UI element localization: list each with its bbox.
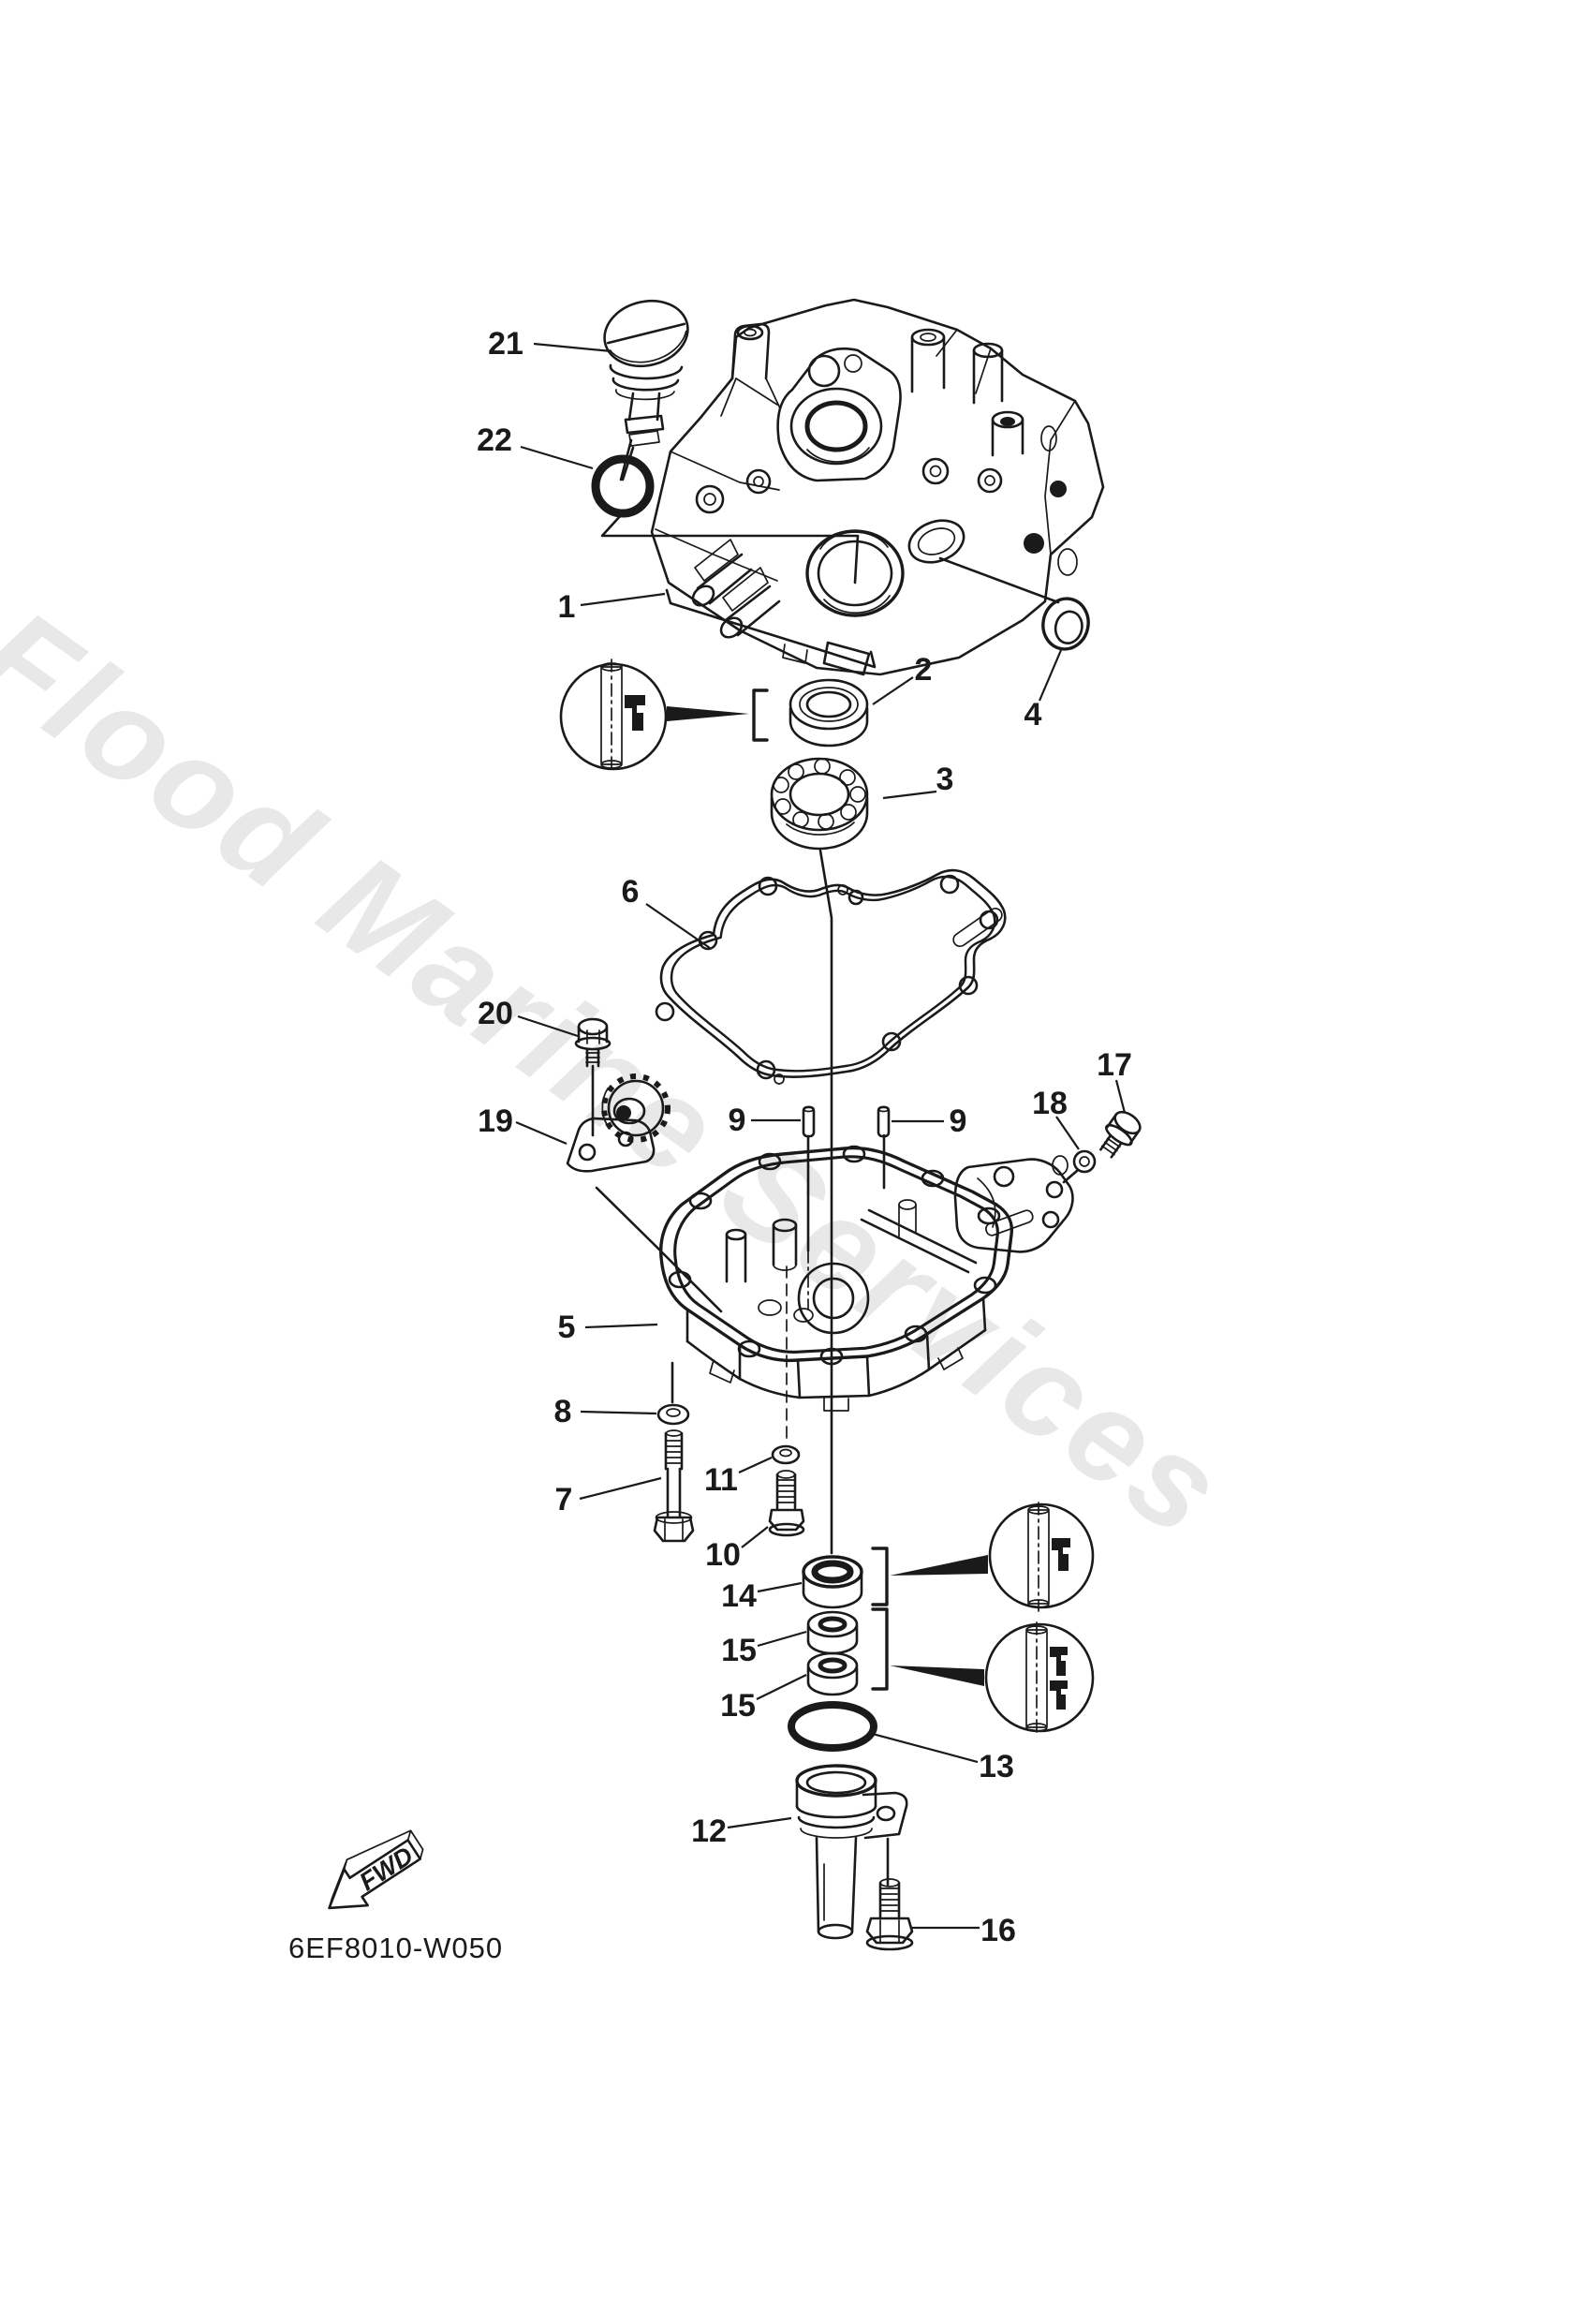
seal-detail-circle-b [988,1502,1095,1612]
callout-label-3: 3 [936,762,954,797]
oring-13-drawing [788,1701,877,1752]
oil-pump-19-drawing [566,1073,671,1173]
bolt-20-drawing [574,1017,612,1068]
callout-leader-6 [645,903,711,949]
oil-seal-2-drawing [788,678,869,748]
callout-label-14: 14 [721,1578,757,1614]
strainer-12-drawing [795,1764,908,1940]
bolt-10-drawing [768,1470,805,1537]
callout-label-19: 19 [478,1103,513,1139]
seal-detail-circle-c [984,1621,1095,1736]
callout-leader-10 [741,1526,769,1548]
callout-label-10: 10 [705,1537,741,1573]
part-code-text: 6EF8010-W050 [288,1932,503,1964]
callout-leader-2 [872,676,914,705]
callout-label-1: 1 [558,589,576,625]
bearing-3-drawing [770,757,869,851]
callout-leader-20 [517,1014,579,1038]
callout-label-5: 5 [558,1310,576,1345]
callout-leader-15 [757,1630,807,1648]
crankcase-drawing [650,298,1105,676]
seal-brackets-and-arrows [871,1547,988,1691]
seal-15b-drawing [806,1651,859,1696]
callout-label-22: 22 [477,422,512,458]
callout-label-15: 15 [720,1688,756,1724]
callout-leader-14 [757,1581,803,1593]
oring-22-drawing [591,454,655,518]
callout-label-8: 8 [554,1394,572,1429]
callout-label-15: 15 [721,1633,757,1668]
fwd-label: FWD [355,1842,419,1897]
callout-label-20: 20 [478,996,513,1031]
bolt-17-drawing [1099,1110,1142,1159]
callout-leader-7 [579,1476,662,1501]
callout-leader-12 [727,1816,792,1829]
callout-label-9: 9 [729,1103,746,1138]
seal-4-drawing [1041,597,1090,651]
washer-8-drawing [656,1403,690,1426]
callout-label-2: 2 [915,652,933,688]
callout-leader-18 [1055,1116,1080,1150]
callout-label-9: 9 [950,1103,967,1139]
callout-leader-11 [738,1456,773,1474]
gasket-6-drawing [655,868,1007,1085]
callout-leader-17 [1114,1079,1127,1114]
callout-label-6: 6 [622,874,640,910]
seal-14-drawing [802,1555,863,1609]
callout-leader-5 [584,1323,658,1329]
callout-label-18: 18 [1032,1086,1068,1121]
callout-label-11: 11 [704,1462,738,1498]
dowel-pin-left-drawing [802,1105,816,1138]
seal-detail-circle-a [559,659,769,775]
callout-leader-3 [882,790,937,800]
callout-label-17: 17 [1097,1047,1132,1083]
callout-label-4: 4 [1024,697,1042,733]
bolt-7-drawing [653,1429,695,1543]
oil-pan-5-drawing [659,1145,1074,1412]
callout-label-13: 13 [979,1749,1014,1784]
callout-label-21: 21 [488,326,523,362]
washer-18-drawing [1072,1149,1097,1174]
callout-leader-19 [515,1120,567,1146]
bolt-16-drawing [865,1878,914,1951]
callout-leader-8 [580,1410,657,1415]
callout-leader-22 [520,445,594,470]
dowel-pin-right-drawing [877,1105,891,1138]
callout-label-12: 12 [691,1813,727,1849]
callout-label-7: 7 [555,1482,573,1517]
filler-cap-drawing [603,299,689,481]
washer-11-drawing [771,1444,801,1465]
callout-leader-1 [580,592,666,607]
callout-label-16: 16 [980,1913,1016,1948]
fwd-arrow: FWD [328,1829,424,1910]
callout-leader-4 [1038,649,1063,702]
callout-leader-13 [872,1732,979,1764]
seal-15a-drawing [806,1610,859,1655]
callout-leader-15 [756,1674,807,1700]
callout-leader-21 [533,342,612,353]
